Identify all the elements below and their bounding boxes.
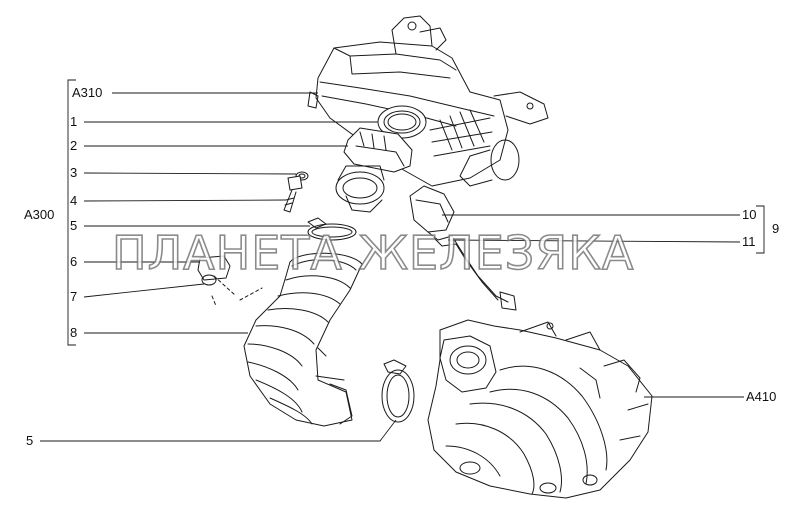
leader-4 (83, 199, 287, 202)
label-a410: A410 (746, 389, 777, 404)
idle-air-valve (409, 185, 517, 311)
callout-10: 10 (742, 207, 757, 222)
corrugated-intake-hose (243, 252, 363, 427)
leader-7 (83, 283, 205, 298)
leader-3 (83, 172, 297, 175)
hose-clamp-lower (381, 359, 415, 423)
callout-1: 1 (70, 114, 78, 129)
callout-4: 4 (70, 193, 78, 208)
leader-5b (40, 419, 397, 442)
callout-2: 2 (70, 138, 78, 153)
breather-fitting (197, 255, 231, 286)
label-a300: A300 (24, 207, 55, 222)
air-filter-housing (307, 15, 549, 187)
breather-dashed-line (211, 275, 263, 307)
leader-11 (447, 239, 741, 243)
callout-5-upper: 5 (70, 218, 78, 233)
callout-11: 11 (742, 234, 756, 249)
bracket-a300 (67, 79, 76, 346)
callout-3: 3 (70, 165, 78, 180)
leader-lines (40, 79, 765, 442)
mass-air-flow-sensor (335, 127, 413, 213)
callout-5-lower: 5 (26, 433, 34, 448)
label-a310: A310 (72, 85, 103, 100)
callout-7: 7 (70, 289, 78, 304)
bolt (283, 175, 303, 213)
bracket-9 (756, 205, 765, 254)
callout-8: 8 (70, 325, 78, 340)
intake-manifold (427, 319, 653, 499)
hose-clamp-upper (307, 217, 357, 241)
callout-6: 6 (70, 254, 78, 269)
callout-9: 9 (772, 221, 780, 236)
